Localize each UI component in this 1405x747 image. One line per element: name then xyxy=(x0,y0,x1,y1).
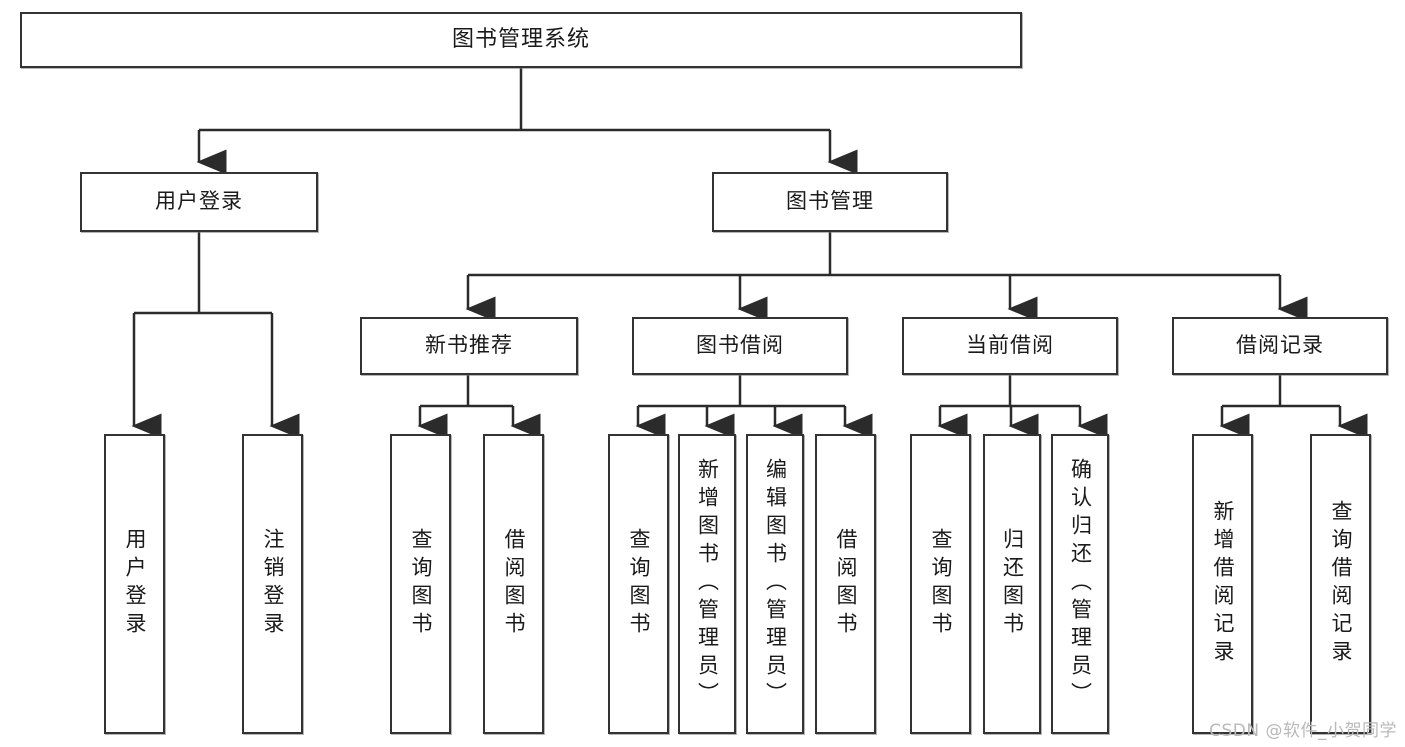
node-new-book-recommend[interactable]: 新书推荐 xyxy=(360,317,578,375)
leaf-user-login-login-label: 用户登录 xyxy=(123,528,147,640)
leaf-new-book-query-label: 查询图书 xyxy=(409,528,433,640)
leaf-book-borrow-borrow-label: 借阅图书 xyxy=(834,528,858,640)
leaf-book-borrow-edit[interactable]: 编辑图书（管理员） xyxy=(746,434,804,734)
node-book-management[interactable]: 图书管理 xyxy=(712,172,948,232)
node-current-borrow[interactable]: 当前借阅 xyxy=(902,317,1118,375)
node-current-borrow-label: 当前借阅 xyxy=(966,333,1054,358)
leaf-user-login-logout[interactable]: 注销登录 xyxy=(242,434,303,734)
leaf-borrow-record-add-label: 新增借阅记录 xyxy=(1211,500,1235,668)
leaf-current-borrow-confirm-label: 确认归还（管理员） xyxy=(1068,458,1093,710)
node-book-management-label: 图书管理 xyxy=(786,189,874,214)
leaf-borrow-record-add[interactable]: 新增借阅记录 xyxy=(1192,434,1253,734)
node-user-login-label: 用户登录 xyxy=(155,189,243,214)
node-borrow-record[interactable]: 借阅记录 xyxy=(1172,317,1388,375)
leaf-new-book-borrow[interactable]: 借阅图书 xyxy=(483,434,544,734)
node-book-borrow[interactable]: 图书借阅 xyxy=(632,317,848,375)
node-root-label: 图书管理系统 xyxy=(451,26,590,52)
leaf-book-borrow-borrow[interactable]: 借阅图书 xyxy=(815,434,876,734)
leaf-new-book-borrow-label: 借阅图书 xyxy=(502,528,526,640)
leaf-current-borrow-return[interactable]: 归还图书 xyxy=(983,434,1041,734)
leaf-current-borrow-query-label: 查询图书 xyxy=(929,528,953,640)
leaf-current-borrow-return-label: 归还图书 xyxy=(1000,528,1025,640)
leaf-borrow-record-query[interactable]: 查询借阅记录 xyxy=(1310,434,1371,734)
leaf-new-book-query[interactable]: 查询图书 xyxy=(390,434,451,734)
leaf-current-borrow-query[interactable]: 查询图书 xyxy=(910,434,971,734)
leaf-book-borrow-add[interactable]: 新增图书（管理员） xyxy=(678,434,736,734)
node-user-login[interactable]: 用户登录 xyxy=(80,172,318,232)
leaf-book-borrow-add-label: 新增图书（管理员） xyxy=(695,458,720,710)
leaf-book-borrow-query-label: 查询图书 xyxy=(627,528,651,640)
leaf-current-borrow-confirm[interactable]: 确认归还（管理员） xyxy=(1051,434,1109,734)
node-new-book-recommend-label: 新书推荐 xyxy=(425,333,513,358)
node-borrow-record-label: 借阅记录 xyxy=(1236,333,1324,358)
leaf-book-borrow-query[interactable]: 查询图书 xyxy=(608,434,669,734)
node-root[interactable]: 图书管理系统 xyxy=(20,12,1022,68)
watermark: CSDN @软件_小贺同学 xyxy=(1209,721,1397,741)
leaf-borrow-record-query-label: 查询借阅记录 xyxy=(1329,500,1353,668)
leaf-user-login-login[interactable]: 用户登录 xyxy=(104,434,165,734)
node-book-borrow-label: 图书借阅 xyxy=(696,333,784,358)
leaf-user-login-logout-label: 注销登录 xyxy=(261,528,285,640)
leaf-book-borrow-edit-label: 编辑图书（管理员） xyxy=(763,458,788,710)
